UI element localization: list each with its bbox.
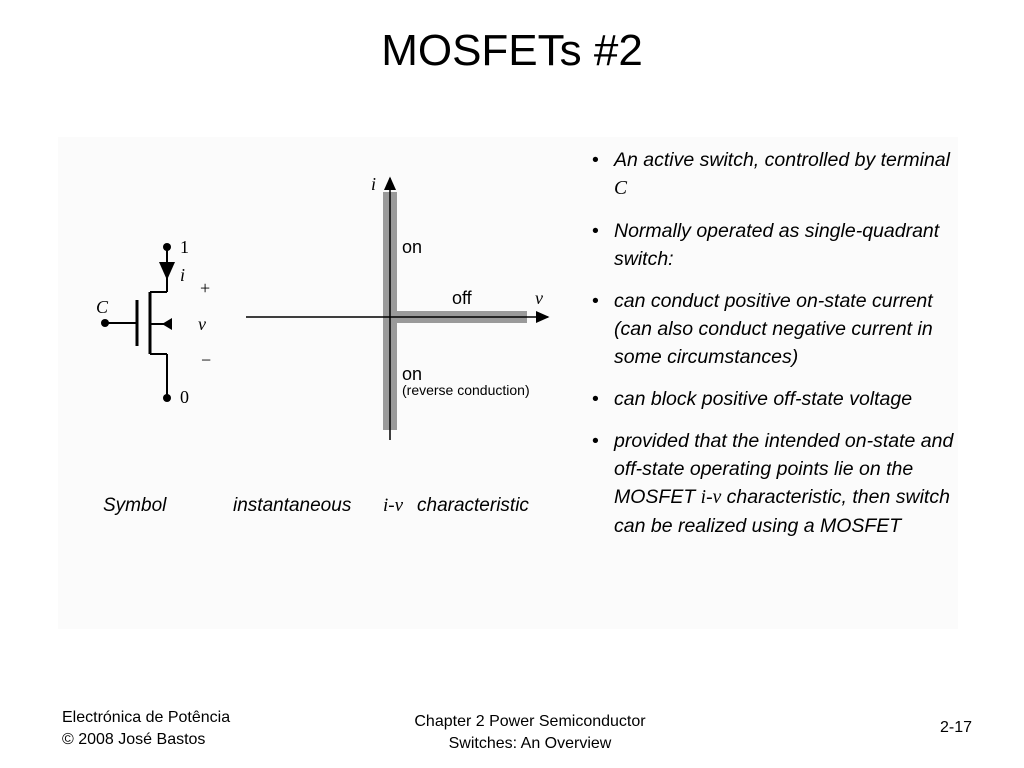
plus-label: +	[200, 278, 210, 298]
bullet-text: can block positive off-state voltage	[614, 388, 913, 410]
page-number: 2-17	[939, 719, 972, 736]
source-terminal-dot	[163, 394, 171, 402]
bullet-text: Normally operated as single-quadrant swi…	[614, 220, 940, 270]
footer-copyright: © 2008 José Bastos	[62, 731, 206, 748]
bullet-list: An active switch, controlled by terminal…	[590, 146, 960, 554]
bullet-text: provided that the intended on-state and …	[614, 430, 954, 508]
iv-characteristic	[246, 176, 550, 440]
voltage-label: v	[198, 314, 206, 334]
bullet-item: Normally operated as single-quadrant swi…	[590, 217, 960, 273]
footer-chapter-line2: Switches: An Overview	[448, 735, 612, 752]
current-label: i	[180, 265, 185, 285]
reverse-conduction-label: (reverse conduction)	[402, 382, 530, 398]
on-top-label: on	[402, 237, 422, 257]
caption-instantaneous: instantaneous	[233, 495, 352, 516]
bullet-text: can conduct positive on-state current (c…	[614, 290, 933, 368]
caption-iv: i-v	[383, 495, 404, 516]
bullet-item: can block positive off-state voltage	[590, 385, 960, 413]
bullet-text-after: characteristic, then switch can be reali…	[614, 486, 950, 537]
footer-center: Chapter 2 Power Semiconductor Switches: …	[360, 711, 700, 755]
slide-title: MOSFETs #2	[381, 26, 643, 75]
bullet-text: An active switch, controlled by terminal	[614, 149, 950, 171]
off-label: off	[452, 288, 473, 308]
mosfet-symbol	[105, 247, 175, 398]
gate-label: C	[96, 297, 109, 317]
caption-characteristic: characteristic	[417, 495, 529, 516]
footer-course: Electrónica de Potência	[62, 709, 231, 726]
caption-symbol: Symbol	[103, 495, 167, 516]
i-axis-label: i	[371, 174, 376, 194]
bullet-item: provided that the intended on-state and …	[590, 427, 960, 540]
terminal-0-label: 0	[180, 387, 189, 407]
drain-terminal-dot	[163, 243, 171, 251]
bullet-item: An active switch, controlled by terminal…	[590, 146, 960, 203]
v-axis-label: v	[535, 288, 543, 308]
terminal-1-label: 1	[180, 237, 189, 257]
on-bottom-label: on	[402, 364, 422, 384]
bullet-symbol: C	[614, 178, 628, 199]
bullet-symbol: i-v	[700, 487, 722, 508]
gate-terminal-dot	[101, 319, 109, 327]
footer-chapter-line1: Chapter 2 Power Semiconductor	[414, 713, 646, 730]
footer-left: Electrónica de Potência © 2008 José Bast…	[62, 707, 230, 751]
minus-label: −	[201, 350, 211, 370]
bullet-item: can conduct positive on-state current (c…	[590, 287, 960, 371]
body-arrow	[162, 318, 172, 330]
